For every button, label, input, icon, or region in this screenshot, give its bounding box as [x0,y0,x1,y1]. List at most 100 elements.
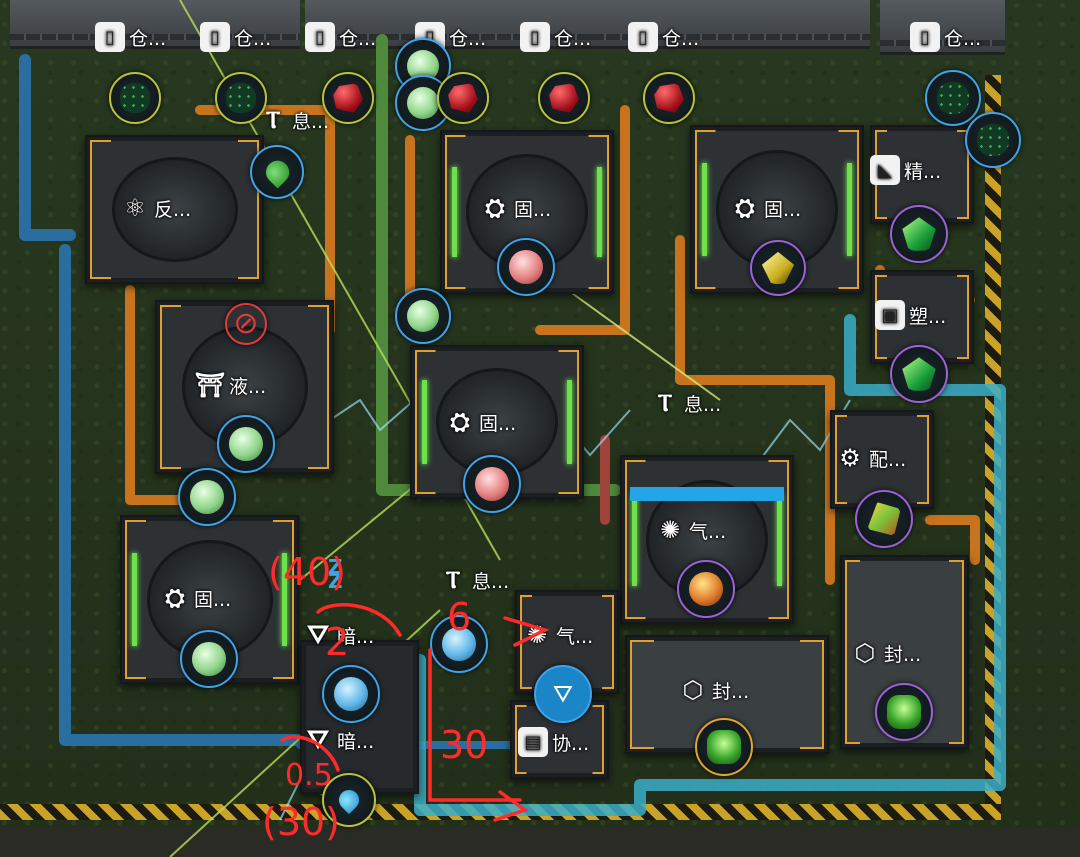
item-bubble [217,415,275,473]
annotation-stroke [316,603,402,637]
annotation-arrow [493,790,529,822]
reactor-machine[interactable] [85,135,264,284]
annotation-stroke [428,648,522,802]
chest-icon: ▯ [910,22,940,52]
dark-matter-icon: ⛛ [307,619,329,650]
item-bubble [215,72,267,124]
plastic-tag[interactable]: ▣塑... [875,300,946,330]
item-bubble [463,455,521,513]
reactor-icon: ⚛ [124,194,146,222]
solid-machine-1[interactable] [440,130,614,294]
storage-tag[interactable]: ▯仓... [95,22,166,52]
annotation-text: 30 [440,723,488,767]
item-bubble [430,615,488,673]
item-bubble [890,205,948,263]
storage-tag[interactable]: ▯仓... [628,22,699,52]
seal-tag[interactable]: ⬡封... [678,675,750,705]
no-power-icon: ⊘ [225,303,267,345]
solid-tag[interactable]: ⛭固... [730,193,801,223]
chest-icon: ▯ [520,22,550,52]
tower-icon: Ⲧ [445,566,461,594]
assembler-icon: ⚙ [839,444,861,472]
annotation-text: 6 [447,595,471,639]
item-bubble [250,145,304,199]
annotation-text: 0.5 [285,758,333,793]
solid-fuel-icon: ⛭ [735,194,755,222]
liquid-tag[interactable]: ⛩液... [194,371,267,399]
chest-icon: ▯ [628,22,658,52]
solid-tag[interactable]: ⛭固... [160,583,231,613]
tower-icon: Ⲧ [265,106,281,134]
annotation-text: (30) [262,800,340,844]
sealer-icon: ⬡ [682,676,704,704]
solid-fuel-icon: ⛭ [485,194,505,222]
storage-tag[interactable]: ▯仓... [200,22,271,52]
item-bubble [497,238,555,296]
dark-tag[interactable]: ⛛暗... [303,620,374,650]
tower-icon: Ⲧ [657,389,673,417]
item-bubble [965,112,1021,168]
storage-tag[interactable]: ▯仓... [520,22,591,52]
cyan-pipe [414,314,1006,816]
storage-tag[interactable]: ▯仓... [910,22,981,52]
item-bubble [855,490,913,548]
annotation-arrow [503,616,550,647]
sealer-icon: ⬡ [854,639,876,667]
chest-icon: ▯ [305,22,335,52]
refinery-icon: ◣ [870,155,900,185]
item-bubble [322,72,374,124]
orange-pipe [925,515,980,565]
gas-icon: ✺ [659,516,681,544]
annotation-text: 2 [325,620,349,664]
seal-tag[interactable]: ⬡封... [850,638,922,668]
assist-icon: ▤ [518,727,548,757]
top-wall [10,0,300,49]
assembler-machine[interactable] [830,410,934,509]
item-bubble [890,345,948,403]
item-bubble [925,70,981,126]
annotation-stroke [280,735,340,772]
solid-fuel-icon: ⛭ [450,408,470,436]
machine-status-strip [630,487,784,501]
chest-icon: ▯ [200,22,230,52]
item-bubble [677,560,735,618]
assembler-tag[interactable]: ⚙配... [835,443,906,473]
item-bubble [695,718,753,776]
item-bubble [643,72,695,124]
refinery-tag[interactable]: ◣精... [870,155,941,185]
chest-icon: ▯ [95,22,125,52]
blue-pipe [59,244,306,746]
item-bubble [178,468,236,526]
solid-tag[interactable]: ⛭固... [480,193,551,223]
gas-tag[interactable]: ✺气... [655,515,726,545]
assist-tag[interactable]: ▤协... [518,727,589,757]
item-bubble [750,240,806,296]
item-bubble [180,630,238,688]
orange-pipe [535,105,630,335]
solid-fuel-icon: ⛭ [165,584,185,612]
item-bubble [109,72,161,124]
gas-status-icon: ⛛ [534,665,592,723]
item-bubble [395,288,451,344]
item-bubble [322,665,380,723]
storage-tag[interactable]: ▯仓... [305,22,376,52]
liquid-icon: ⛩ [194,371,226,399]
reactor-tag[interactable]: ⚛反... [120,193,191,223]
item-bubble [538,72,590,124]
floor-strip [0,827,1080,857]
item-bubble [322,773,376,827]
orange-pipe [125,285,185,505]
blue-pipe [19,54,76,241]
item-bubble [875,683,933,741]
item-bubble [437,72,489,124]
plastic-icon: ▣ [875,300,905,330]
top-wall [880,0,1005,55]
annotation-text: (40) [268,550,346,594]
solid-tag[interactable]: ⛭固... [445,407,516,437]
